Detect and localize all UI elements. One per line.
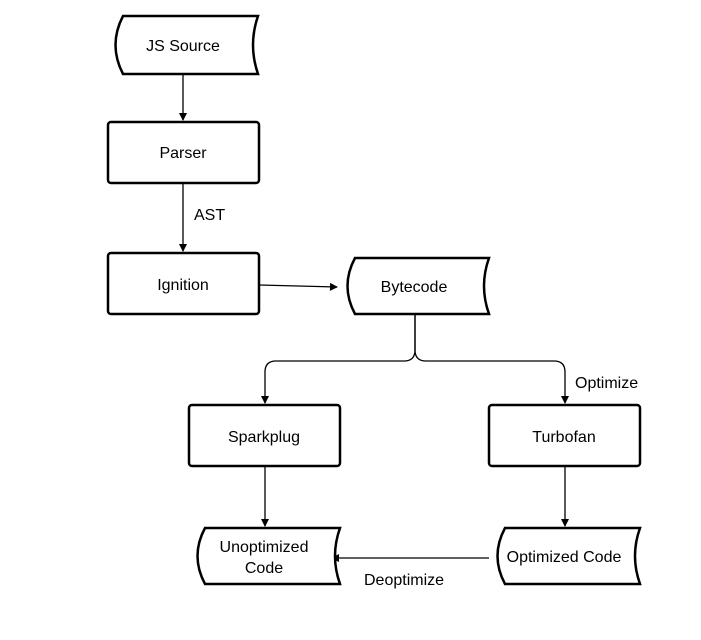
edge-label-deoptimize: Deoptimize — [364, 572, 444, 589]
node-turbofan: Turbofan — [487, 403, 642, 468]
edge-bytecode-to-turbofan — [414, 314, 569, 404]
edge-ignition-to-bytecode — [258, 282, 338, 291]
process-shape — [187, 403, 342, 468]
process-shape — [106, 120, 261, 185]
stored-data-shape — [496, 526, 642, 586]
stored-data-shape — [196, 526, 342, 586]
edge-label-optimize: Optimize — [575, 375, 638, 392]
node-label: Bytecode — [381, 279, 448, 296]
node-unoptimized-code: Unoptimized Code — [196, 526, 342, 586]
edge-label-ast: AST — [194, 207, 225, 224]
node-label: Turbofan — [532, 429, 595, 446]
node-label: Ignition — [157, 277, 209, 294]
stored-data-shape — [114, 14, 260, 76]
node-label-line2: Code — [245, 560, 283, 577]
edge-bytecode-to-sparkplug — [261, 314, 416, 404]
edges — [179, 74, 569, 562]
node-bytecode: Bytecode — [346, 256, 491, 316]
process-shape — [487, 403, 642, 468]
process-shape — [106, 251, 261, 316]
node-js-source: JS Source — [114, 14, 260, 76]
node-optimized-code: Optimized Code — [496, 526, 642, 586]
node-label-line1: Unoptimized — [220, 539, 309, 556]
node-label: Sparkplug — [228, 429, 300, 446]
node-label: Parser — [159, 145, 207, 162]
node-parser: Parser — [106, 120, 261, 185]
node-label: Optimized Code — [507, 549, 622, 566]
node-ignition: Ignition — [106, 251, 261, 316]
node-label: JS Source — [146, 38, 220, 55]
node-sparkplug: Sparkplug — [187, 403, 342, 468]
stored-data-shape — [346, 256, 491, 316]
